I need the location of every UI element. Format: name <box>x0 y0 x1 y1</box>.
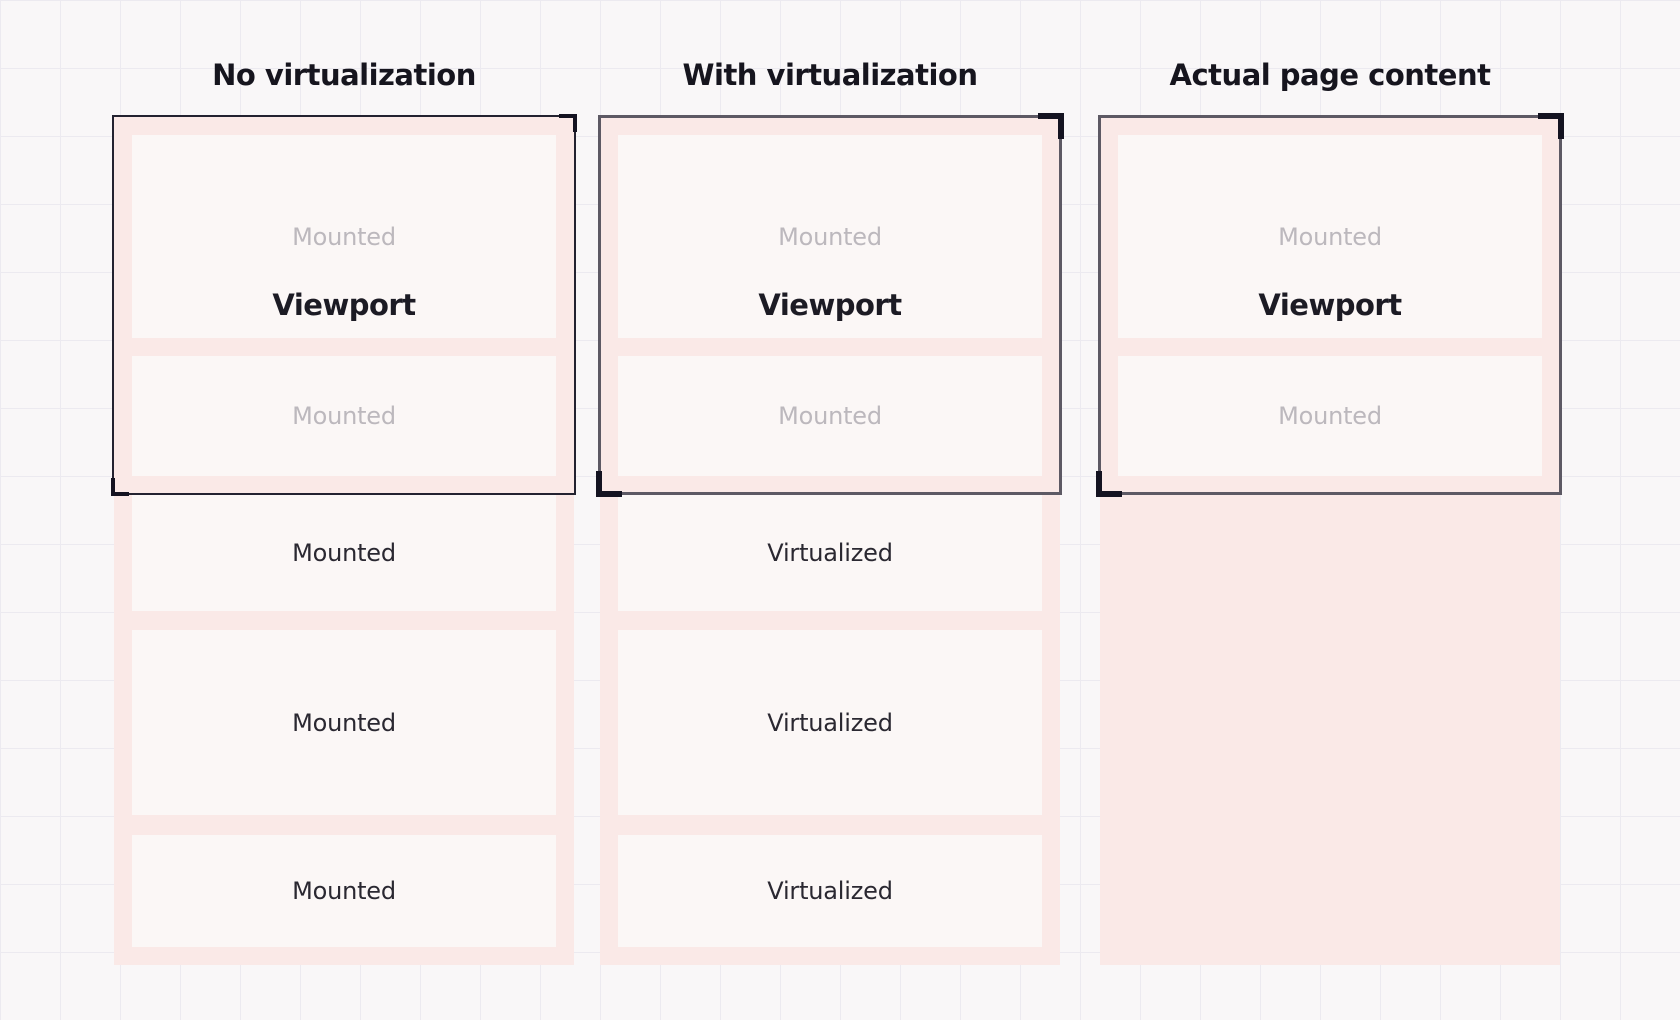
viewport-label: Viewport <box>758 288 902 322</box>
list-item-mounted: Mounted <box>132 630 556 815</box>
column-with-virtualization: With virtualization Mounted Mounted Virt… <box>596 0 1064 1020</box>
list-item-mounted: Mounted <box>618 135 1042 338</box>
column-no-virtualization: No virtualization Mounted Mounted Mounte… <box>111 0 577 1020</box>
page-canvas: Mounted Mounted Mounted Mounted Mounted … <box>111 114 577 965</box>
column-actual-page-content: Actual page content Mounted Mounted View… <box>1096 0 1564 1020</box>
frame-corner-top-right <box>559 114 577 132</box>
list-item-virtualized: Virtualized <box>618 494 1042 611</box>
list-item-mounted: Mounted <box>1118 356 1542 476</box>
list-item-mounted: Mounted <box>618 356 1042 476</box>
list-item-mounted: Mounted <box>132 494 556 611</box>
list-item-virtualized: Virtualized <box>618 630 1042 815</box>
page-canvas: Mounted Mounted Viewport <box>1096 113 1564 965</box>
list-item-mounted: Mounted <box>1118 135 1542 338</box>
viewport-label: Viewport <box>272 288 416 322</box>
frame-corner-bottom-left <box>111 478 129 496</box>
list-item-mounted: Mounted <box>132 135 556 338</box>
column-title: With virtualization <box>682 58 978 92</box>
page-canvas: Mounted Mounted Virtualized Virtualized … <box>596 113 1064 965</box>
column-title: No virtualization <box>212 58 476 92</box>
viewport-label: Viewport <box>1258 288 1402 322</box>
column-title: Actual page content <box>1169 58 1491 92</box>
list-item-mounted: Mounted <box>132 835 556 947</box>
list-item-mounted: Mounted <box>132 356 556 476</box>
list-item-virtualized: Virtualized <box>618 835 1042 947</box>
